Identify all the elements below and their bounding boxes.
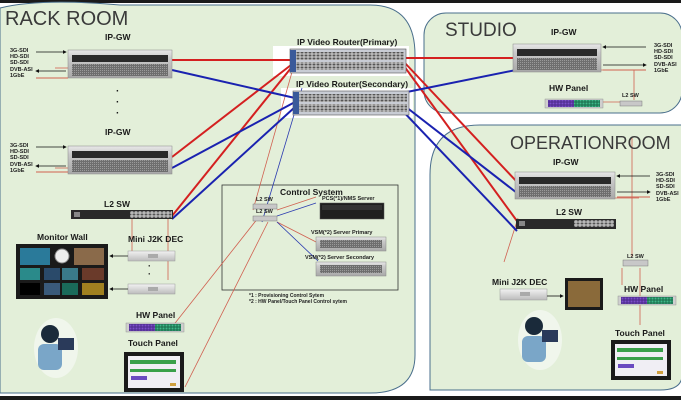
rack-dec-ellipsis: ·· bbox=[148, 261, 151, 279]
studio-hw-panel bbox=[544, 98, 604, 109]
control-system-title: Control System bbox=[280, 187, 343, 197]
control-l2sw-a-label: L2 SW bbox=[256, 197, 273, 203]
operation-l2-switch bbox=[516, 219, 616, 229]
rack-ipgw-top bbox=[67, 49, 173, 79]
rack-mini-dec-label: Mini J2K DEC bbox=[128, 234, 184, 244]
rack-hw-panel bbox=[125, 322, 185, 333]
vsm-secondary-label: VSM(*2) Server Secondary bbox=[305, 255, 375, 261]
rack-ipgw-top-signals: 3G-SDI HD-SDI SD-SDI DVB-ASI 1GbE bbox=[10, 48, 33, 79]
operation-hw-panel bbox=[617, 295, 677, 306]
operation-mini-dec-label: Mini J2K DEC bbox=[492, 277, 548, 287]
router-secondary-label: IP Video Router(Secondary) bbox=[296, 79, 409, 89]
control-system-box bbox=[221, 184, 399, 291]
primary-links bbox=[171, 57, 519, 222]
operation-room-title: OPERATIONROOM bbox=[510, 133, 671, 153]
operation-l2sw-small bbox=[622, 259, 649, 267]
studio-hw-panel-label: HW Panel bbox=[549, 83, 589, 93]
rack-l2sw-label: L2 SW bbox=[104, 199, 130, 209]
operation-operator-icon bbox=[518, 310, 562, 370]
rack-hw-panel-label: HW Panel bbox=[136, 310, 176, 320]
router-secondary bbox=[292, 90, 410, 116]
monitor-wall-label: Monitor Wall bbox=[37, 232, 88, 242]
control-note-2: *2 : HW Panel/Touch Panel Control sytem bbox=[249, 299, 347, 305]
control-l2sw-b bbox=[252, 215, 278, 222]
router-primary bbox=[289, 48, 407, 74]
control-note-1: *1 : Provisioning Control Sytem bbox=[249, 293, 325, 299]
vsm-primary-label: VSM(*2) Server Primary bbox=[311, 230, 373, 236]
rack-touch-panel bbox=[124, 352, 184, 392]
pcs-server-label: PCS(*1)/NMS Server bbox=[322, 196, 375, 202]
router-primary-label: IP Video Router(Primary) bbox=[297, 37, 398, 47]
studio-title: STUDIO bbox=[445, 20, 517, 41]
secondary-links bbox=[171, 69, 518, 232]
rack-room-title: RACK ROOM bbox=[5, 8, 129, 30]
operation-ipgw bbox=[514, 171, 616, 200]
rack-operator-icon bbox=[34, 318, 78, 378]
studio-signals: 3G-SDI HD-SDI SD-SDI DVB-ASI 1GbE bbox=[654, 43, 677, 74]
rack-l2-switch bbox=[71, 210, 173, 219]
operation-l2sw-label: L2 SW bbox=[556, 207, 582, 217]
studio-l2sw-label: L2 SW bbox=[622, 93, 639, 99]
rack-ipgw-bottom-signals: 3G-SDI HD-SDI SD-SDI DVB-ASI 1GbE bbox=[10, 143, 33, 174]
monitor-wall bbox=[16, 244, 108, 299]
operation-ipgw-label: IP-GW bbox=[553, 157, 579, 167]
operation-hw-panel-label: HW Panel bbox=[624, 284, 664, 294]
rack-touch-panel-label: Touch Panel bbox=[128, 338, 178, 348]
studio-l2sw bbox=[619, 100, 643, 107]
rack-ipgw-ellipsis: ··· bbox=[116, 86, 120, 119]
operation-l2sw-small-label: L2 SW bbox=[627, 254, 644, 260]
operation-touch-panel bbox=[611, 340, 671, 380]
studio-ipgw-label: IP-GW bbox=[551, 27, 577, 37]
rack-ipgw-top-label: IP-GW bbox=[105, 32, 131, 42]
operation-room-area bbox=[429, 124, 681, 391]
operation-signals: 3G-SDI HD-SDI SD-SDI DVB-ASI 1GbE bbox=[656, 172, 679, 203]
operation-touch-panel-label: Touch Panel bbox=[615, 328, 665, 338]
studio-ipgw bbox=[512, 43, 602, 73]
rack-ipgw-bottom-label: IP-GW bbox=[105, 127, 131, 137]
control-l2sw-a bbox=[252, 203, 278, 210]
control-l2sw-b-label: L2 SW bbox=[256, 209, 273, 215]
rack-ipgw-bottom bbox=[67, 145, 173, 175]
